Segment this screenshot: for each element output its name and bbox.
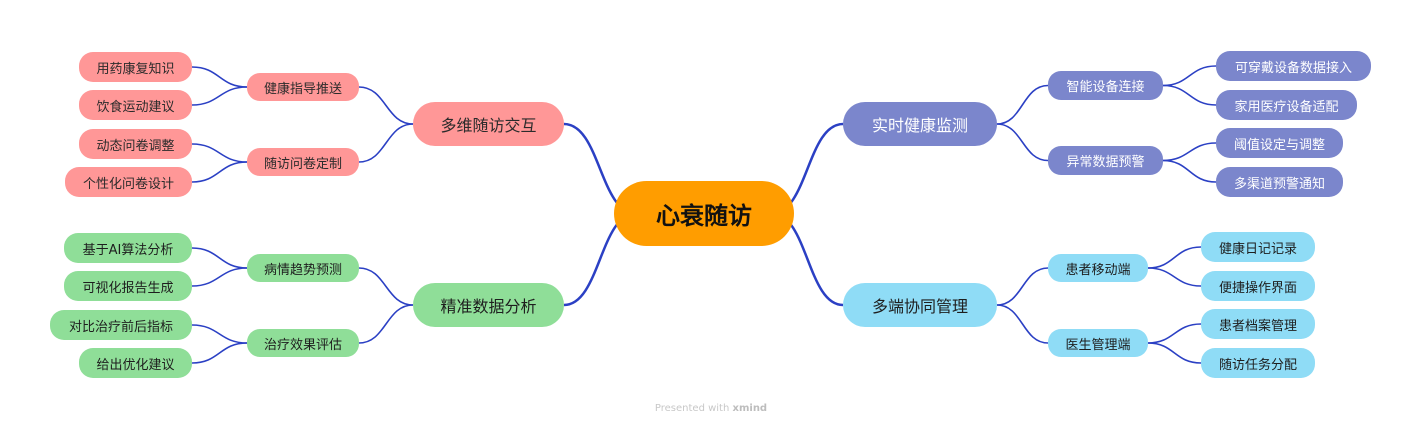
sub-questionnaire[interactable]: 随访问卷定制: [247, 148, 359, 176]
connector-leaf-threshold-setting: [1162, 142, 1217, 162]
connector-sub-smart-device-connect: [996, 84, 1049, 125]
connector-leaf-patient-records: [1147, 323, 1202, 344]
sub-trend-prediction[interactable]: 病情趋势预测: [247, 254, 359, 282]
connector-leaf-compare-indicators: [191, 324, 248, 344]
sub-patient-mobile[interactable]: 患者移动端: [1048, 254, 1148, 282]
connector-leaf-health-diary: [1147, 246, 1202, 269]
leaf-compare-indicators[interactable]: 对比治疗前后指标: [50, 310, 192, 340]
connector-leaf-optimization-advice: [191, 342, 248, 364]
sub-doctor-management[interactable]: 医生管理端: [1048, 329, 1148, 357]
connector-leaf-task-assignment: [1147, 342, 1202, 364]
connector-leaf-home-device: [1162, 84, 1217, 106]
connector-sub-trend-prediction: [358, 267, 414, 306]
connector-sub-treatment-evaluation: [358, 304, 414, 344]
connector-leaf-diet-exercise: [191, 86, 248, 106]
connector-leaf-multichannel-alert: [1162, 159, 1217, 183]
connector-sub-questionnaire: [358, 123, 414, 163]
branch-multi-terminal[interactable]: 多端协同管理: [843, 283, 997, 327]
leaf-medication-knowledge[interactable]: 用药康复知识: [79, 52, 192, 82]
leaf-health-diary[interactable]: 健康日记记录: [1201, 232, 1315, 262]
connector-leaf-visual-report: [191, 267, 248, 287]
connector-leaf-medication-knowledge: [191, 66, 248, 88]
footer-prefix: Presented with: [654, 403, 730, 414]
branch-realtime-monitoring[interactable]: 实时健康监测: [843, 102, 997, 146]
connector-leaf-personal-questionnaire: [191, 161, 248, 183]
connector-sub-doctor-management: [996, 304, 1049, 344]
root-topic[interactable]: 心衰随访: [614, 181, 794, 246]
connector-leaf-wearable-data: [1162, 65, 1217, 87]
connector-leaf-ai-analysis: [191, 247, 248, 269]
leaf-optimization-advice[interactable]: 给出优化建议: [79, 348, 192, 378]
leaf-visual-report[interactable]: 可视化报告生成: [64, 271, 192, 301]
connector-sub-patient-mobile: [996, 267, 1049, 306]
leaf-easy-interface[interactable]: 便捷操作界面: [1201, 271, 1315, 301]
leaf-patient-records[interactable]: 患者档案管理: [1201, 309, 1315, 339]
branch-followup-interaction[interactable]: 多维随访交互: [413, 102, 564, 146]
connector-leaf-dynamic-questionnaire: [191, 143, 248, 163]
leaf-wearable-data[interactable]: 可穿戴设备数据接入: [1216, 51, 1371, 81]
leaf-home-device[interactable]: 家用医疗设备适配: [1216, 90, 1357, 120]
leaf-task-assignment[interactable]: 随访任务分配: [1201, 348, 1315, 378]
leaf-personal-questionnaire[interactable]: 个性化问卷设计: [65, 167, 192, 197]
footer-brand: xmind: [732, 403, 768, 414]
connector-sub-health-guidance: [358, 86, 414, 125]
footer-credit: Presented with xmind: [0, 403, 1422, 414]
sub-smart-device-connect[interactable]: 智能设备连接: [1048, 71, 1163, 100]
sub-abnormal-alert[interactable]: 异常数据预警: [1048, 146, 1163, 175]
leaf-diet-exercise[interactable]: 饮食运动建议: [79, 90, 192, 120]
leaf-threshold-setting[interactable]: 阈值设定与调整: [1216, 128, 1343, 158]
connector-sub-abnormal-alert: [996, 123, 1049, 162]
leaf-multichannel-alert[interactable]: 多渠道预警通知: [1216, 167, 1343, 197]
leaf-ai-analysis[interactable]: 基于AI算法分析: [64, 233, 192, 263]
branch-data-analysis[interactable]: 精准数据分析: [413, 283, 564, 327]
leaf-dynamic-questionnaire[interactable]: 动态问卷调整: [79, 129, 192, 159]
connector-leaf-easy-interface: [1147, 267, 1202, 287]
sub-treatment-evaluation[interactable]: 治疗效果评估: [247, 329, 359, 357]
sub-health-guidance[interactable]: 健康指导推送: [247, 73, 359, 101]
